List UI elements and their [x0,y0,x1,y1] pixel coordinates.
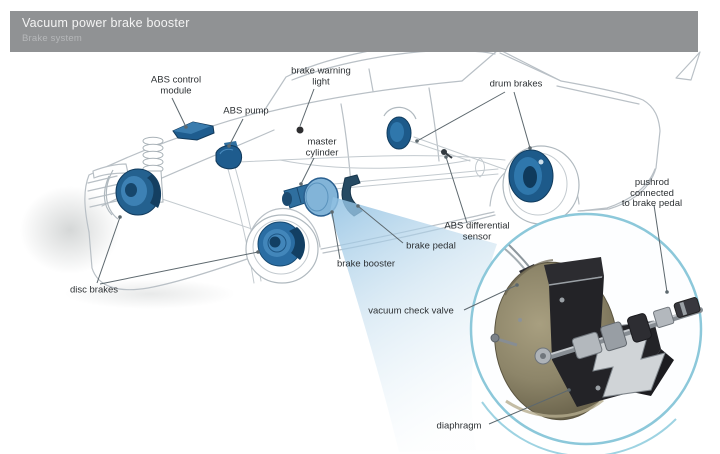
rear-left-wheel [383,106,417,150]
abs-differential-sensor-part [441,149,453,159]
front-left-wheel [103,136,164,220]
header-band: Vacuum power brake booster Brake system [10,11,698,52]
front-right-wheel [245,214,319,284]
booster-detail-view [469,212,703,454]
brake-warning-light-part [296,126,304,134]
car-shadow [20,186,235,309]
abs-pump-part [215,141,243,170]
brake-booster-part [303,177,339,217]
zoom-beam [330,197,497,452]
abs-control-module-part [172,121,215,141]
rear-right-wheel [502,145,580,225]
page-subtitle: Brake system [22,33,82,44]
leader-lines [96,88,669,425]
page-title: Vacuum power brake booster [22,16,190,30]
pushrod-assembly [490,297,703,391]
outer-arc [481,401,677,454]
